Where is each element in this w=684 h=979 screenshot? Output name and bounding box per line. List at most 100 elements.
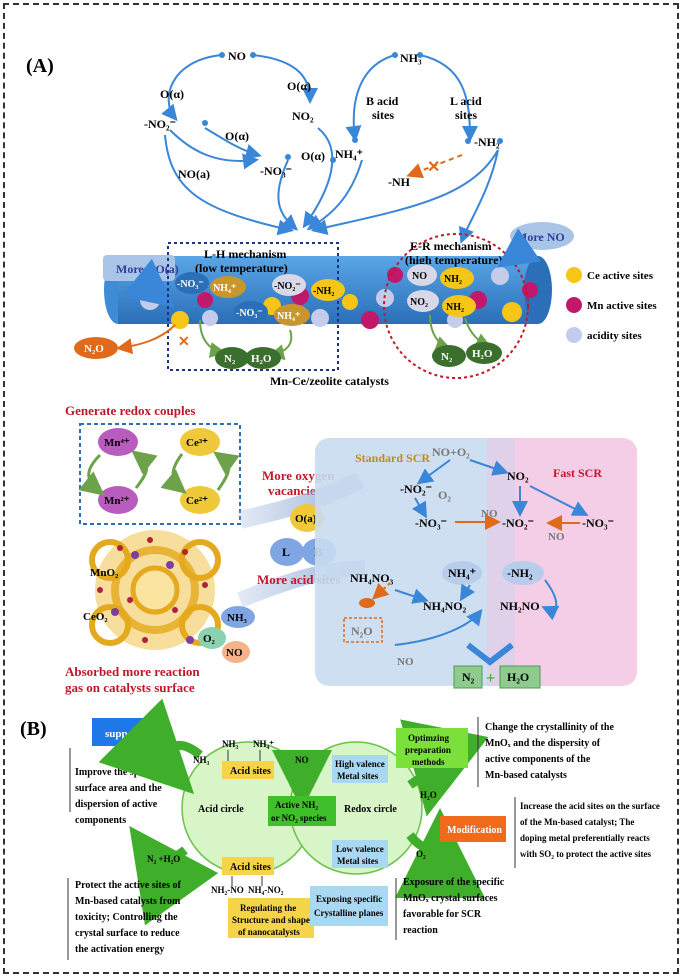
species-nh2: NH₂ — [444, 274, 462, 285]
n2o-label: N₂O — [84, 343, 104, 355]
adsorbed-species: -NO₃⁻ NH₄⁺ -NO₂⁻ -NH₂ -NO₃⁻ NH₄⁺ NO NH₂ … — [175, 264, 476, 326]
modification-text: doping metal preferentially reacts — [520, 833, 650, 843]
species-nh4: NH₄⁺ — [213, 283, 236, 294]
label-o-alpha: O(α) — [287, 79, 311, 93]
h2o-label: H₂O — [472, 348, 493, 360]
nh2-species-label: -NH₂ — [507, 566, 533, 580]
active-species-label-2: or NO₂ species — [271, 813, 327, 823]
exposure-text: reaction — [403, 925, 438, 936]
fast-scr-label: Fast SCR — [553, 466, 602, 480]
er-mechanism-region — [383, 233, 529, 379]
label-b-acid: B acid — [366, 94, 399, 108]
catalyst-caption: Mn-Ce/zeolite catalysts — [270, 374, 389, 388]
nh3-molecule-label: NH₃ — [227, 612, 248, 624]
h2o-product — [466, 342, 502, 364]
acid-sites-top-label: Acid sites — [230, 766, 271, 777]
species-no3: -NO₃⁻ — [236, 308, 263, 319]
species-no3: -NO₃⁻ — [177, 279, 204, 290]
regulating-label-2: Structure and shape — [232, 915, 310, 925]
no3-minus-label: -NO₃⁻ — [582, 516, 614, 530]
no2-label: NO₂ — [507, 469, 529, 483]
acid-circle-label: Acid circle — [198, 804, 244, 815]
nh4-species — [442, 561, 482, 585]
mn2-label: Mn²⁺ — [104, 495, 130, 507]
o2-label: O₂ — [438, 488, 451, 502]
er-mechanism-subtitle: (high temperature) — [405, 253, 502, 267]
plus-sign: + — [486, 670, 495, 687]
supports-label: supports — [105, 728, 147, 740]
redox-title: Generate redox couples — [65, 403, 195, 418]
species-nh4: NH₄⁺ — [277, 311, 300, 322]
nh4-label: NH₄⁺ — [253, 739, 274, 749]
nh2-species — [502, 561, 544, 585]
n2o-byproduct-label: N₂O — [351, 624, 373, 638]
label-b-acid-sites: sites — [372, 108, 394, 122]
nh4no2-label: NH₄NO₂ — [423, 599, 467, 613]
optimizing-text: Mn-based catalysts — [485, 770, 567, 781]
no-label: NO — [548, 531, 565, 543]
acid-sites-bottom-box — [222, 857, 274, 875]
nh4-species-label: NH₄⁺ — [448, 566, 476, 580]
h2o-product — [245, 347, 281, 369]
h2o-output-label: H₂O — [420, 790, 437, 800]
acid-sites-bottom-label: Acid sites — [230, 862, 271, 873]
mno2-label: MnO₂ — [90, 567, 119, 579]
standard-scr-label: Standard SCR — [355, 451, 430, 465]
no-label: NO — [397, 656, 414, 668]
species-nh2: -NH₂ — [313, 286, 334, 297]
supports-text: Improve the specific — [75, 767, 162, 778]
label-no3-minus: -NO₃⁻ — [260, 164, 292, 178]
o2-molecule — [198, 627, 226, 649]
n2-label: N₂ — [224, 353, 236, 365]
nh3-input-label: NH₃ — [193, 755, 210, 765]
protect-text: toxicity; Controlling the — [75, 912, 178, 923]
legend-ce: Ce active sites — [587, 270, 654, 282]
zeolite-structure — [89, 530, 221, 650]
modification-text: with SO₂ to protect the active sites — [520, 849, 652, 859]
lewis-label: L — [282, 545, 290, 559]
exposure-text: MnOₓ crystal surfaces — [403, 893, 498, 904]
standard-scr-region — [315, 438, 515, 686]
low-valence-box — [332, 840, 388, 868]
label-no2: NO₂ — [292, 109, 314, 123]
mn4-label: Mn⁴⁺ — [104, 437, 130, 449]
high-valence-label: High valence — [335, 759, 385, 769]
absorbed-label-2: gas on catalysts surface — [65, 680, 195, 695]
exposure-text: Exposure of the specific — [403, 877, 505, 888]
supports-text: dispersion of active — [75, 799, 158, 810]
regulating-box — [228, 898, 314, 938]
low-valence-label: Low valence — [336, 844, 384, 854]
h2o-final-label: H₂O — [507, 670, 529, 684]
svg-text:✕: ✕ — [427, 159, 440, 176]
n2o-box — [343, 617, 383, 643]
exposure-text: favorable for SCR — [403, 909, 482, 920]
figure-frame — [3, 3, 679, 974]
label-nh: -NH — [388, 175, 411, 189]
nh2no-label: NH₂-NO — [211, 885, 244, 895]
species-no2: -NO₂⁻ — [274, 281, 301, 292]
high-valence-label-2: Metal sites — [337, 771, 379, 781]
n2-h2o-output-label: N₂ +H₂O — [147, 854, 180, 864]
optimizing-label-2: preparation — [405, 745, 451, 755]
redox-circle-label: Redox circle — [344, 804, 397, 815]
h2o-label: H₂O — [251, 353, 272, 365]
nh2no-label: NH₂NO — [500, 599, 540, 613]
more-no-a-label: More NO(a) — [116, 262, 179, 276]
no-o2-label: NO+O₂ — [432, 445, 470, 459]
high-valence-box — [332, 755, 388, 783]
supports-text: surface area and the — [75, 783, 162, 794]
mn2-ion — [98, 486, 138, 514]
modification-box — [440, 816, 506, 842]
no-input-label: NO — [295, 755, 309, 765]
modification-label: Modification — [447, 825, 502, 836]
regulating-label-3: of nanocatalysts — [238, 927, 300, 937]
legend-acidity: acidity sites — [587, 330, 642, 342]
optimizing-text: Change the crystallinity of the — [485, 722, 614, 733]
regulating-label: Regulating the — [240, 903, 296, 913]
species-no: NO — [412, 271, 427, 282]
lewis-acid-site — [270, 538, 304, 566]
supports-text: components — [75, 815, 126, 826]
more-no-label: More NO — [516, 230, 565, 244]
panel-b-label: (B) — [20, 718, 47, 740]
